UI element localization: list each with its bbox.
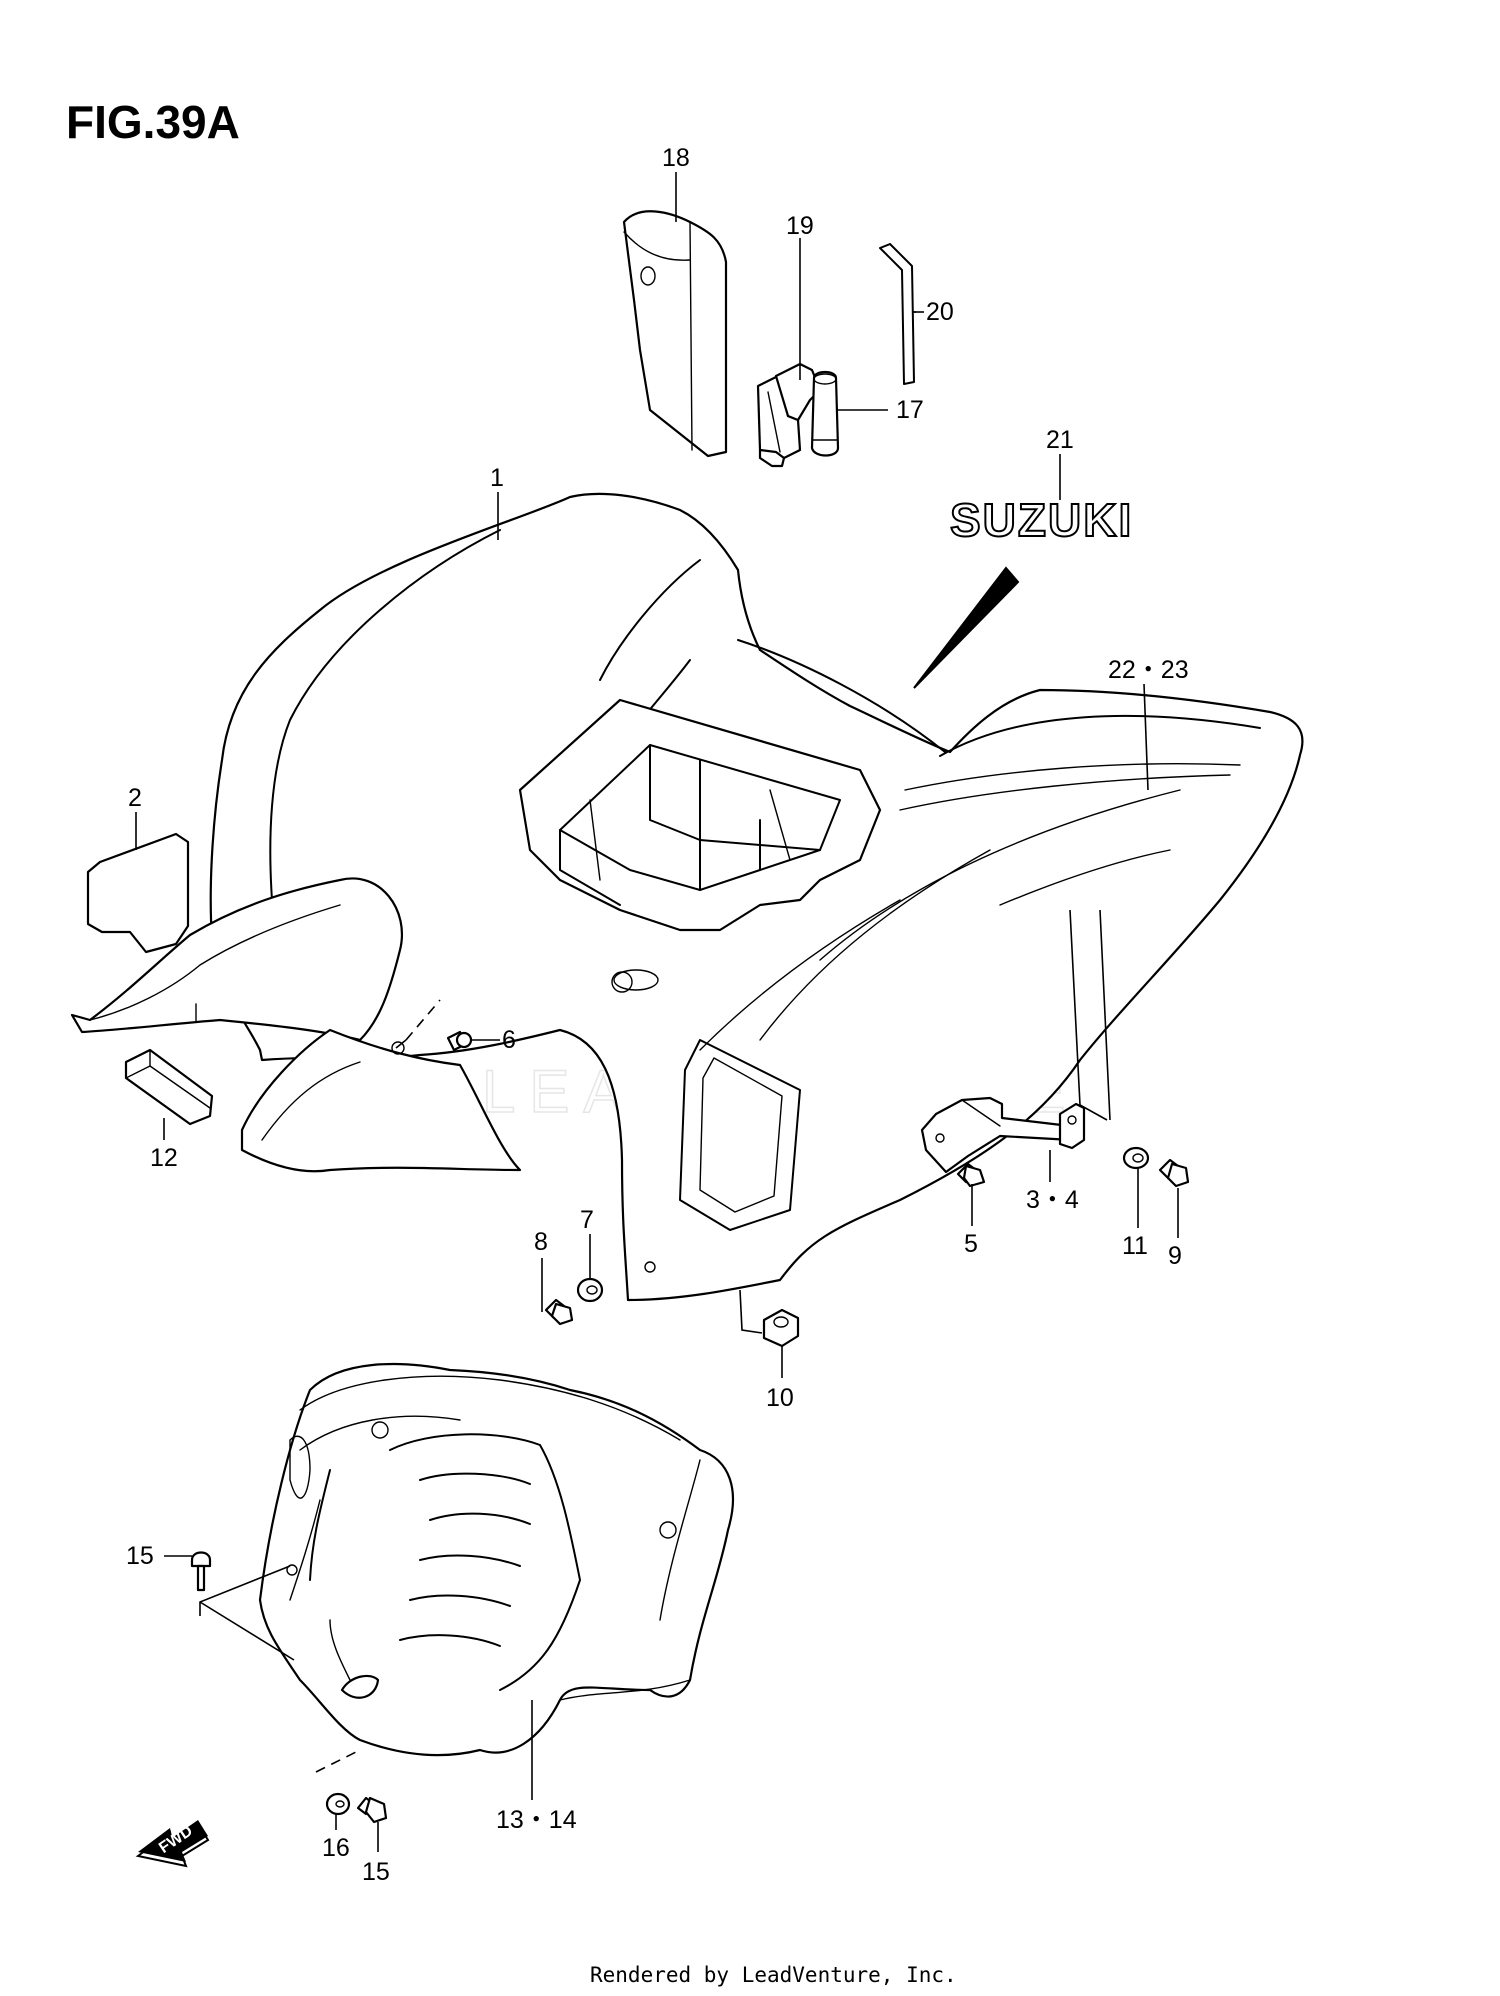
callout-labels: 1 2 3・4 5 6 7 8 9 10 11 12 13・14 15 15 1… [126,144,1189,1886]
bolt-part-8 [544,1298,574,1326]
callout-7: 7 [580,1206,594,1234]
callout-6: 6 [502,1026,516,1054]
suzuki-logo-decal: SUZUKI [950,494,1133,546]
washer-part-16 [325,1792,351,1816]
block-part-12 [124,1048,214,1126]
spanner-part-19 [756,362,822,468]
callout-22-23: 22・23 [1108,656,1189,684]
plug-part-17 [810,370,840,457]
callout-15-lower: 15 [362,1858,390,1886]
footrest-part-13-14 [199,1362,735,1773]
washer-part-11 [1122,1146,1150,1170]
pad-part-2 [86,832,190,954]
callout-15-upper: 15 [126,1542,154,1570]
footer-credit: Rendered by LeadVenture, Inc. [590,1963,957,1987]
callout-20: 20 [926,298,954,326]
callout-2: 2 [128,784,142,812]
callout-9: 9 [1168,1242,1182,1270]
hex-key-part-20 [879,243,915,385]
rear-fender-side-vent [679,1039,801,1231]
callout-18: 18 [662,144,690,172]
rear-fender-left-flap [70,877,403,1042]
bracket-part-3-4 [920,1096,1086,1174]
callout-16: 16 [322,1834,350,1862]
screw-part-15-upper [190,1551,212,1592]
tool-bag-part-18 [622,210,728,458]
callout-21: 21 [1046,426,1074,454]
callout-1: 1 [490,464,504,492]
callout-3-4: 3・4 [1026,1186,1079,1214]
fwd-direction-arrow: FWD [135,1820,210,1868]
rear-fender-lower-left [240,1028,522,1173]
bolt-part-9 [1158,1158,1190,1188]
callout-5: 5 [964,1230,978,1258]
suzuki-decal-part-21: SUZUKI [949,493,1133,547]
callout-10: 10 [766,1384,794,1412]
callout-17: 17 [896,396,924,424]
grommet-part-7 [576,1277,604,1303]
bolt-part-5 [956,1162,986,1188]
callout-19: 19 [786,212,814,240]
callout-13-14: 13・14 [496,1806,577,1834]
callout-leaders [135,172,1179,1852]
callout-12: 12 [150,1144,178,1172]
decal-location-arrow [913,566,1020,689]
figure-title: FIG.39A [66,96,240,148]
callout-8: 8 [534,1228,548,1256]
screw-part-6 [446,1030,473,1052]
screw-part-15-lower [356,1796,388,1824]
callout-11: 11 [1122,1232,1148,1260]
nut-part-10 [762,1308,800,1348]
rear-fender-part-1 [70,492,1304,1334]
